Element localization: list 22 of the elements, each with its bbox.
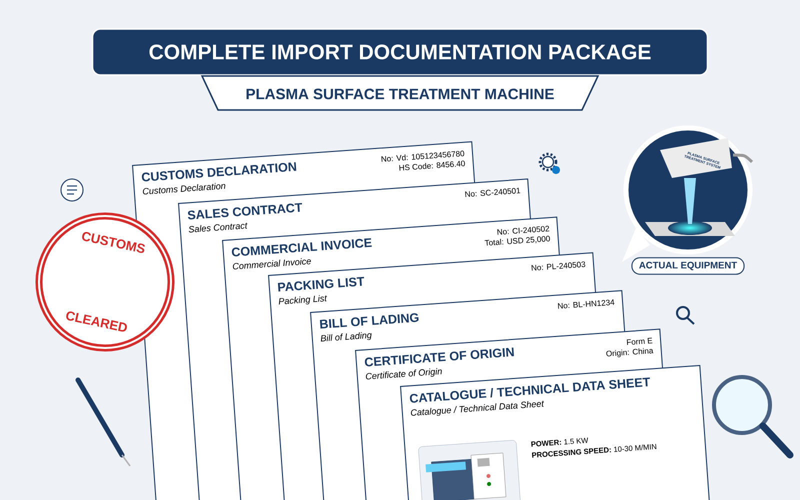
node-label: Sales Contract [188,222,248,232]
node-label: CUSTOMS DECLARATION [142,162,296,182]
node-label: No: PL-240503 [532,261,586,271]
customs-stamp: CUSTOMS CLEARED [36,212,174,352]
node-label: No: CI-240502 [497,226,550,235]
node-label: CERTIFICATE OF ORIGIN [364,348,514,366]
node-label: Commercial Invoice [232,258,311,270]
node-label: Total: USD 25,000 [484,236,550,246]
node-label: Form E [626,338,652,345]
node-label: HS Code: 8456.40 [399,160,465,171]
node-label: Origin: China [606,348,654,358]
node-label: SALES CONTRACT [188,202,302,220]
node-label: No: BL-HN1234 [558,299,614,309]
node-label: Packing List [278,295,327,305]
node-label: Bill of Lading [320,332,372,342]
node-label: COMMERCIAL INVOICE [232,238,372,256]
node-label: No: Vd: 105123456780 [381,150,464,162]
title-banner: COMPLETE IMPORT DOCUMENTATION PACKAGE [92,28,708,76]
node-label: No: SC-240501 [465,188,520,197]
node-label: PACKING LIST [278,276,364,292]
node-label: BILL OF LADING [320,313,419,329]
node-label: Customs Declaration [142,182,226,194]
